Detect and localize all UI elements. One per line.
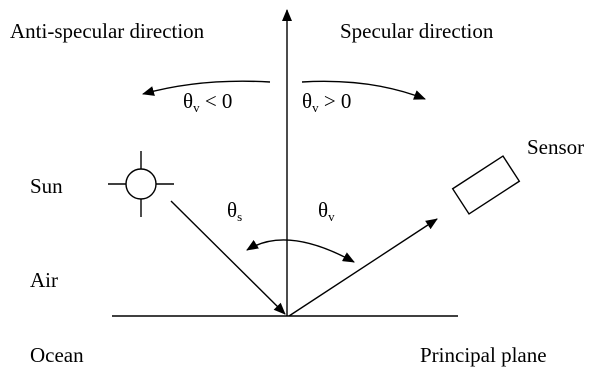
specular-direction-label: Specular direction bbox=[340, 19, 494, 43]
sensor-icon bbox=[451, 155, 521, 215]
reflected-ray-arrow bbox=[288, 218, 438, 317]
incident-ray-arrow bbox=[170, 200, 286, 315]
sun-icon bbox=[108, 151, 174, 217]
theta-v-negative-label: θv < 0 bbox=[183, 89, 232, 115]
view-angle-arc bbox=[246, 239, 355, 263]
principal-plane-label: Principal plane bbox=[420, 343, 547, 367]
ocean-label: Ocean bbox=[30, 343, 84, 367]
air-label: Air bbox=[30, 268, 58, 292]
anti-specular-direction-arrow bbox=[142, 80, 271, 96]
sensor-label: Sensor bbox=[527, 135, 584, 159]
theta-s-label: θs bbox=[227, 198, 242, 224]
sun-label: Sun bbox=[30, 174, 63, 198]
specular-direction-arrow bbox=[301, 80, 426, 100]
anti-specular-direction-label: Anti-specular direction bbox=[10, 19, 205, 43]
theta-v-positive-label: θv > 0 bbox=[302, 89, 351, 115]
theta-v-label: θv bbox=[318, 198, 335, 224]
